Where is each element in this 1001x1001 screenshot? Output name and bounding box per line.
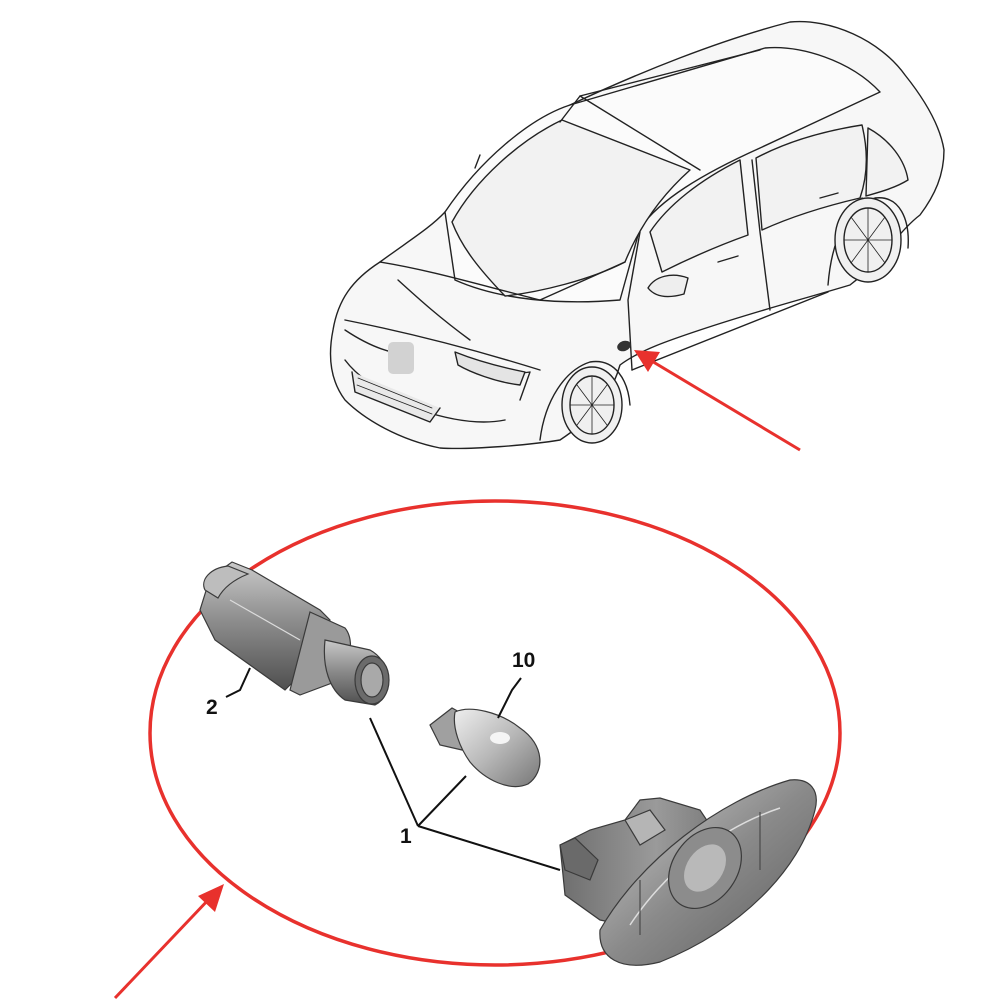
callout-part-1: 1 <box>400 825 412 848</box>
leader-lines <box>225 667 561 871</box>
callout-part-10: 10 <box>512 649 536 672</box>
callout-part-2: 2 <box>206 696 218 719</box>
bulb-holder-icon <box>199 561 390 706</box>
emblem-patch <box>388 342 414 374</box>
highlight-ellipse <box>148 499 842 967</box>
side-repeater-lamp-icon <box>559 779 817 966</box>
pointer-arrow-car-icon <box>634 350 801 452</box>
sedan-car-icon <box>329 20 945 450</box>
pointer-arrow-detail-icon <box>113 884 224 1000</box>
wedge-bulb-icon <box>429 707 541 788</box>
side-repeater-location-marker <box>617 340 631 352</box>
